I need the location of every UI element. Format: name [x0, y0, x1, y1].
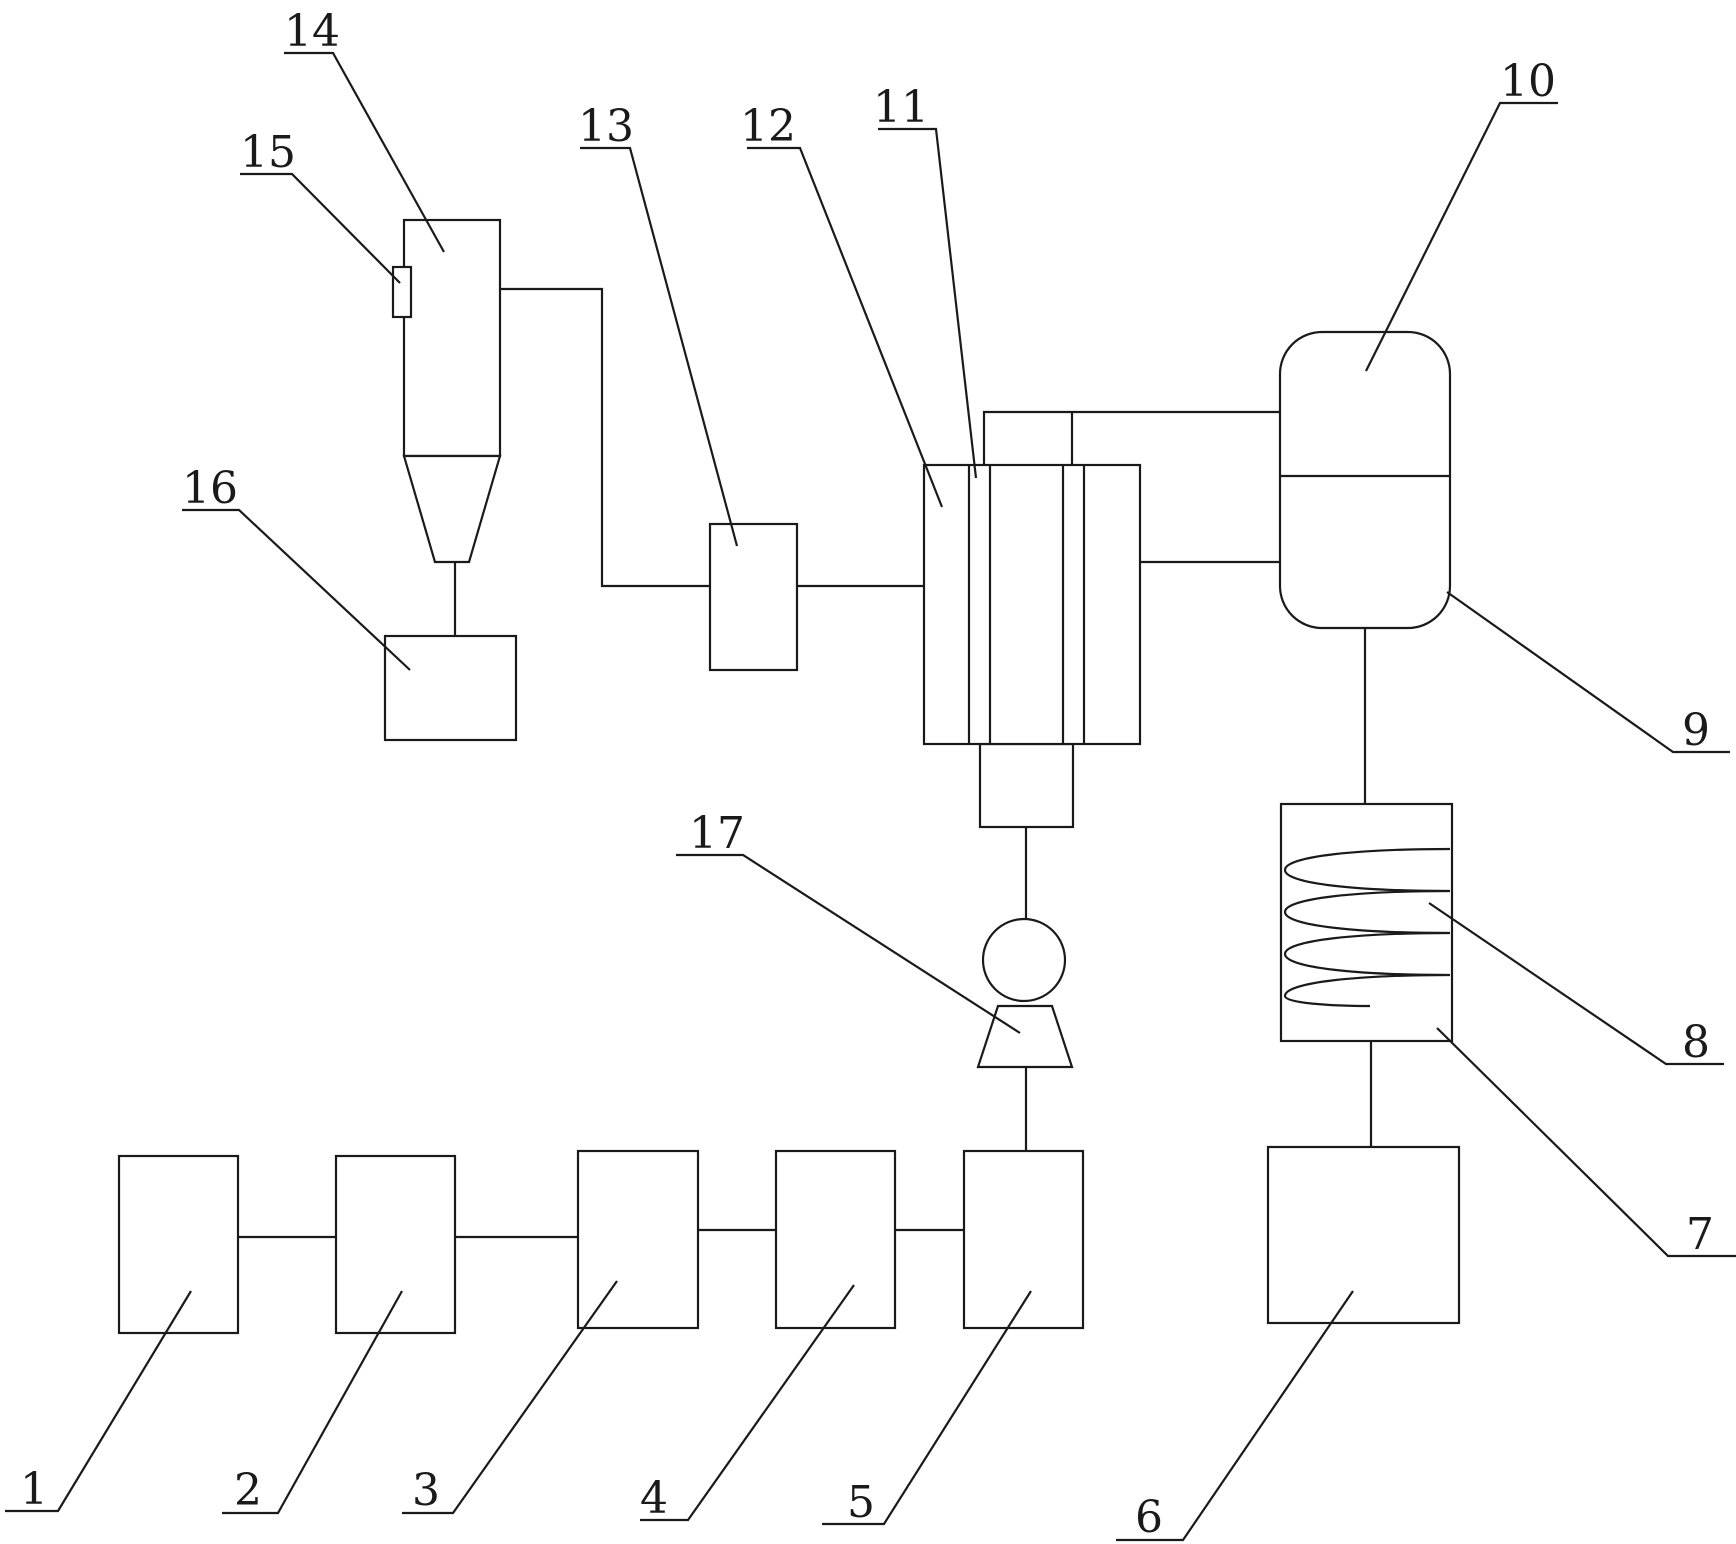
equipment-4-box — [774, 1149, 897, 1330]
leader-2 — [222, 1290, 403, 1515]
label-9: 9 — [1682, 705, 1710, 756]
label-16: 16 — [182, 463, 238, 514]
sensor-15-icon — [391, 265, 413, 319]
leader-lines — [5, 51, 1736, 1542]
equipment-16-box — [383, 634, 518, 742]
label-2: 2 — [234, 1465, 262, 1516]
leader-9 — [1446, 591, 1730, 754]
equipment-3-box — [576, 1149, 700, 1330]
label-4: 4 — [640, 1473, 668, 1524]
label-3: 3 — [412, 1465, 440, 1516]
leader-3 — [402, 1280, 618, 1515]
label-8: 8 — [1682, 1017, 1710, 1068]
label-15: 15 — [240, 127, 296, 178]
label-13: 13 — [578, 101, 634, 152]
leader-4 — [640, 1284, 855, 1522]
label-14: 14 — [284, 6, 340, 57]
equipment-2-box — [334, 1154, 457, 1335]
leader-11 — [878, 127, 978, 479]
cyclone-cone — [402, 454, 502, 564]
equipment-13-box — [708, 522, 799, 672]
reactor-base — [978, 742, 1075, 829]
label-5: 5 — [847, 1477, 875, 1528]
label-10: 10 — [1500, 56, 1556, 107]
label-7: 7 — [1686, 1209, 1714, 1260]
label-11: 11 — [873, 82, 929, 133]
leader-17 — [676, 853, 1021, 1034]
pump-17-icon — [981, 917, 1067, 1003]
label-1: 1 — [20, 1464, 48, 1515]
equipment-6-box — [1266, 1145, 1461, 1325]
leader-5 — [822, 1290, 1032, 1526]
label-12: 12 — [740, 101, 796, 152]
label-6: 6 — [1135, 1492, 1163, 1543]
vessel-9-10 — [1278, 330, 1452, 630]
exchanger-7-box — [1279, 802, 1454, 1043]
leader-12 — [747, 146, 944, 508]
leader-10 — [1365, 101, 1558, 372]
leader-7 — [1436, 1027, 1736, 1258]
leader-6 — [1116, 1290, 1354, 1542]
equipment-5-box — [962, 1149, 1085, 1330]
leader-15 — [240, 172, 401, 284]
cyclone-14-body — [402, 218, 502, 458]
leader-13 — [580, 146, 739, 547]
reactor-12-body — [922, 463, 1142, 746]
coil-8-icon — [1283, 847, 1451, 1008]
leader-8 — [1428, 902, 1724, 1066]
leader-1 — [5, 1290, 192, 1513]
leader-14 — [284, 51, 445, 253]
label-17: 17 — [689, 808, 745, 859]
pipe-13-cyclone — [500, 287, 710, 588]
leader-16 — [182, 508, 411, 671]
pipe-reactor-top-left — [982, 410, 1280, 465]
equipment-1-box — [117, 1154, 240, 1335]
